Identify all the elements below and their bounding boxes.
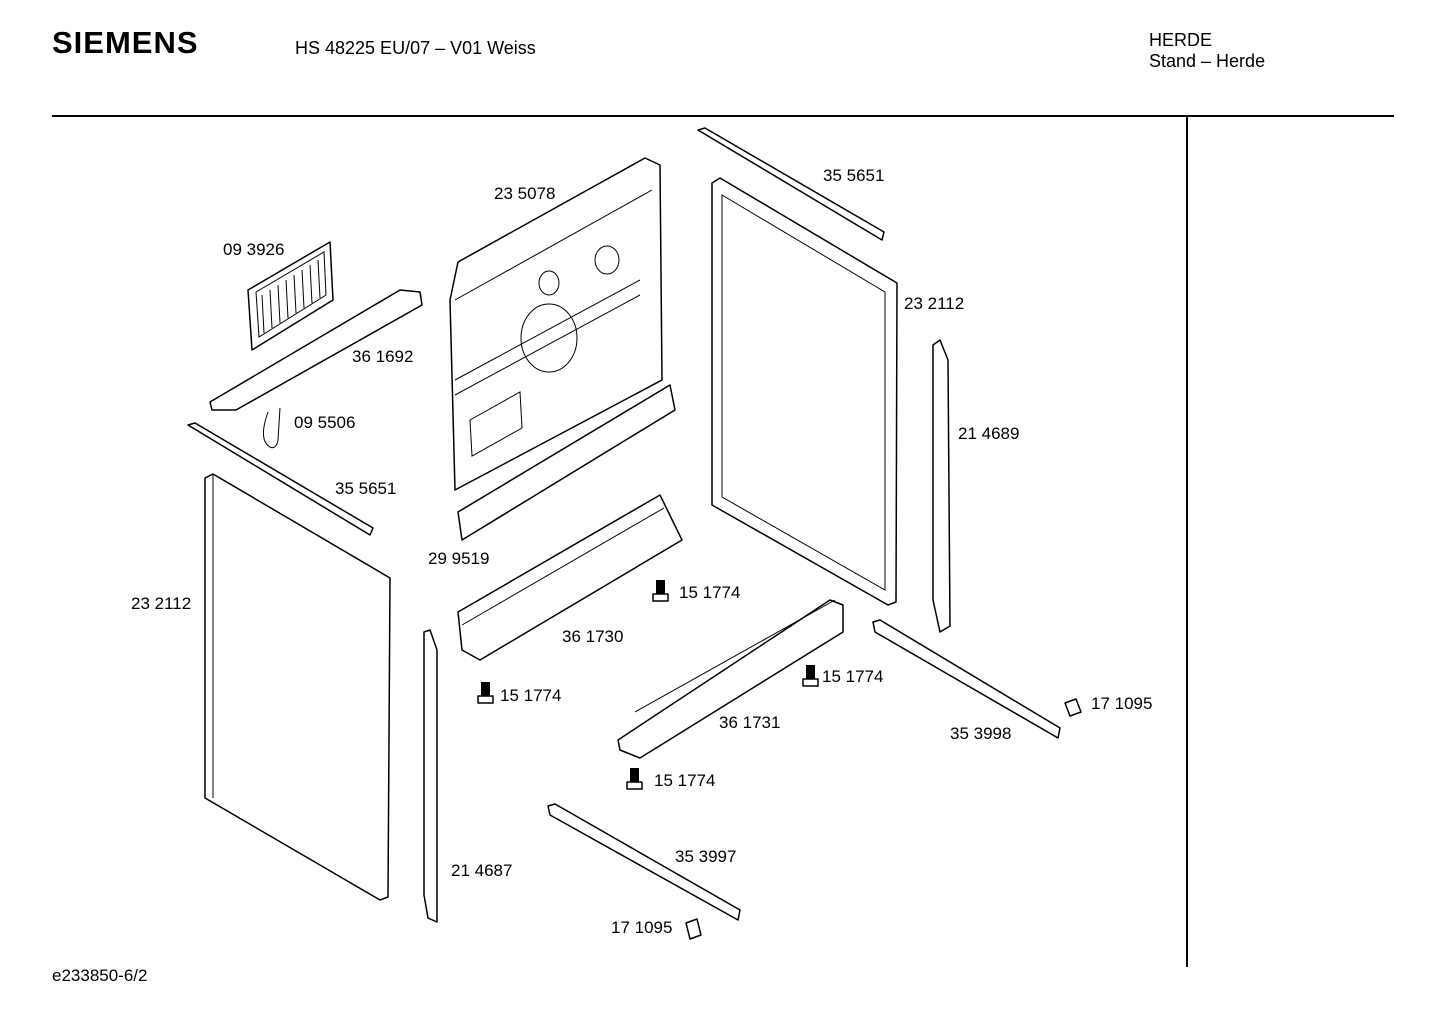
part-strip-214687	[423, 629, 438, 923]
part-label: 23 2112	[904, 294, 964, 313]
brand-logo: SIEMENS	[52, 25, 199, 60]
part-label: 09 3926	[223, 240, 284, 259]
part-back-panel-235078	[449, 157, 663, 491]
part-label: 17 1095	[1091, 694, 1152, 713]
margin-divider	[1186, 117, 1188, 967]
part-bracket-299519	[457, 384, 676, 541]
part-label: 15 1774	[679, 583, 740, 602]
part-strap-361692	[209, 289, 423, 411]
part-label: 21 4687	[451, 861, 512, 880]
model-title: HS 48225 EU/07 – V01 Weiss	[295, 38, 536, 58]
part-label: 35 5651	[823, 166, 884, 185]
header-divider	[52, 115, 1394, 117]
part-label: 29 9519	[428, 549, 489, 568]
part-label: 15 1774	[822, 667, 883, 686]
part-side-panel-232112-left	[204, 473, 391, 901]
category-label: HERDE	[1149, 30, 1213, 50]
part-rail-353997	[547, 803, 741, 921]
part-label: 35 3998	[950, 724, 1011, 743]
part-label: 23 5078	[494, 184, 555, 203]
part-strip-214689	[932, 339, 951, 633]
part-label: 21 4689	[958, 424, 1019, 443]
part-rail-355651-left	[187, 422, 374, 536]
part-label: 17 1095	[611, 918, 672, 937]
part-hook-095506	[263, 407, 281, 449]
part-label: 23 2112	[131, 594, 191, 613]
clip-171095-a	[1064, 698, 1082, 717]
part-label: 15 1774	[654, 771, 715, 790]
part-grille-093926	[247, 241, 334, 351]
screw-151774-d	[626, 768, 643, 790]
part-label: 35 5651	[335, 479, 396, 498]
part-label: 36 1731	[719, 713, 780, 732]
subcategory-label: Stand – Herde	[1149, 51, 1266, 71]
screw-151774-b	[477, 682, 494, 704]
clip-171095-b	[685, 918, 702, 940]
part-label: 35 3997	[675, 847, 736, 866]
drawing-id: e233850-6/2	[52, 966, 148, 985]
part-label: 36 1692	[352, 347, 413, 366]
part-rail-353998	[872, 619, 1061, 739]
part-channel-361731	[617, 599, 844, 759]
part-label: 09 5506	[294, 413, 355, 432]
part-label: 15 1774	[500, 686, 561, 705]
part-rail-355651-top	[697, 127, 885, 241]
screw-151774-a	[652, 580, 669, 602]
part-channel-361730	[457, 494, 683, 661]
part-label: 36 1730	[562, 627, 623, 646]
part-side-frame-232112-right	[711, 177, 898, 606]
screw-151774-c	[802, 665, 819, 687]
